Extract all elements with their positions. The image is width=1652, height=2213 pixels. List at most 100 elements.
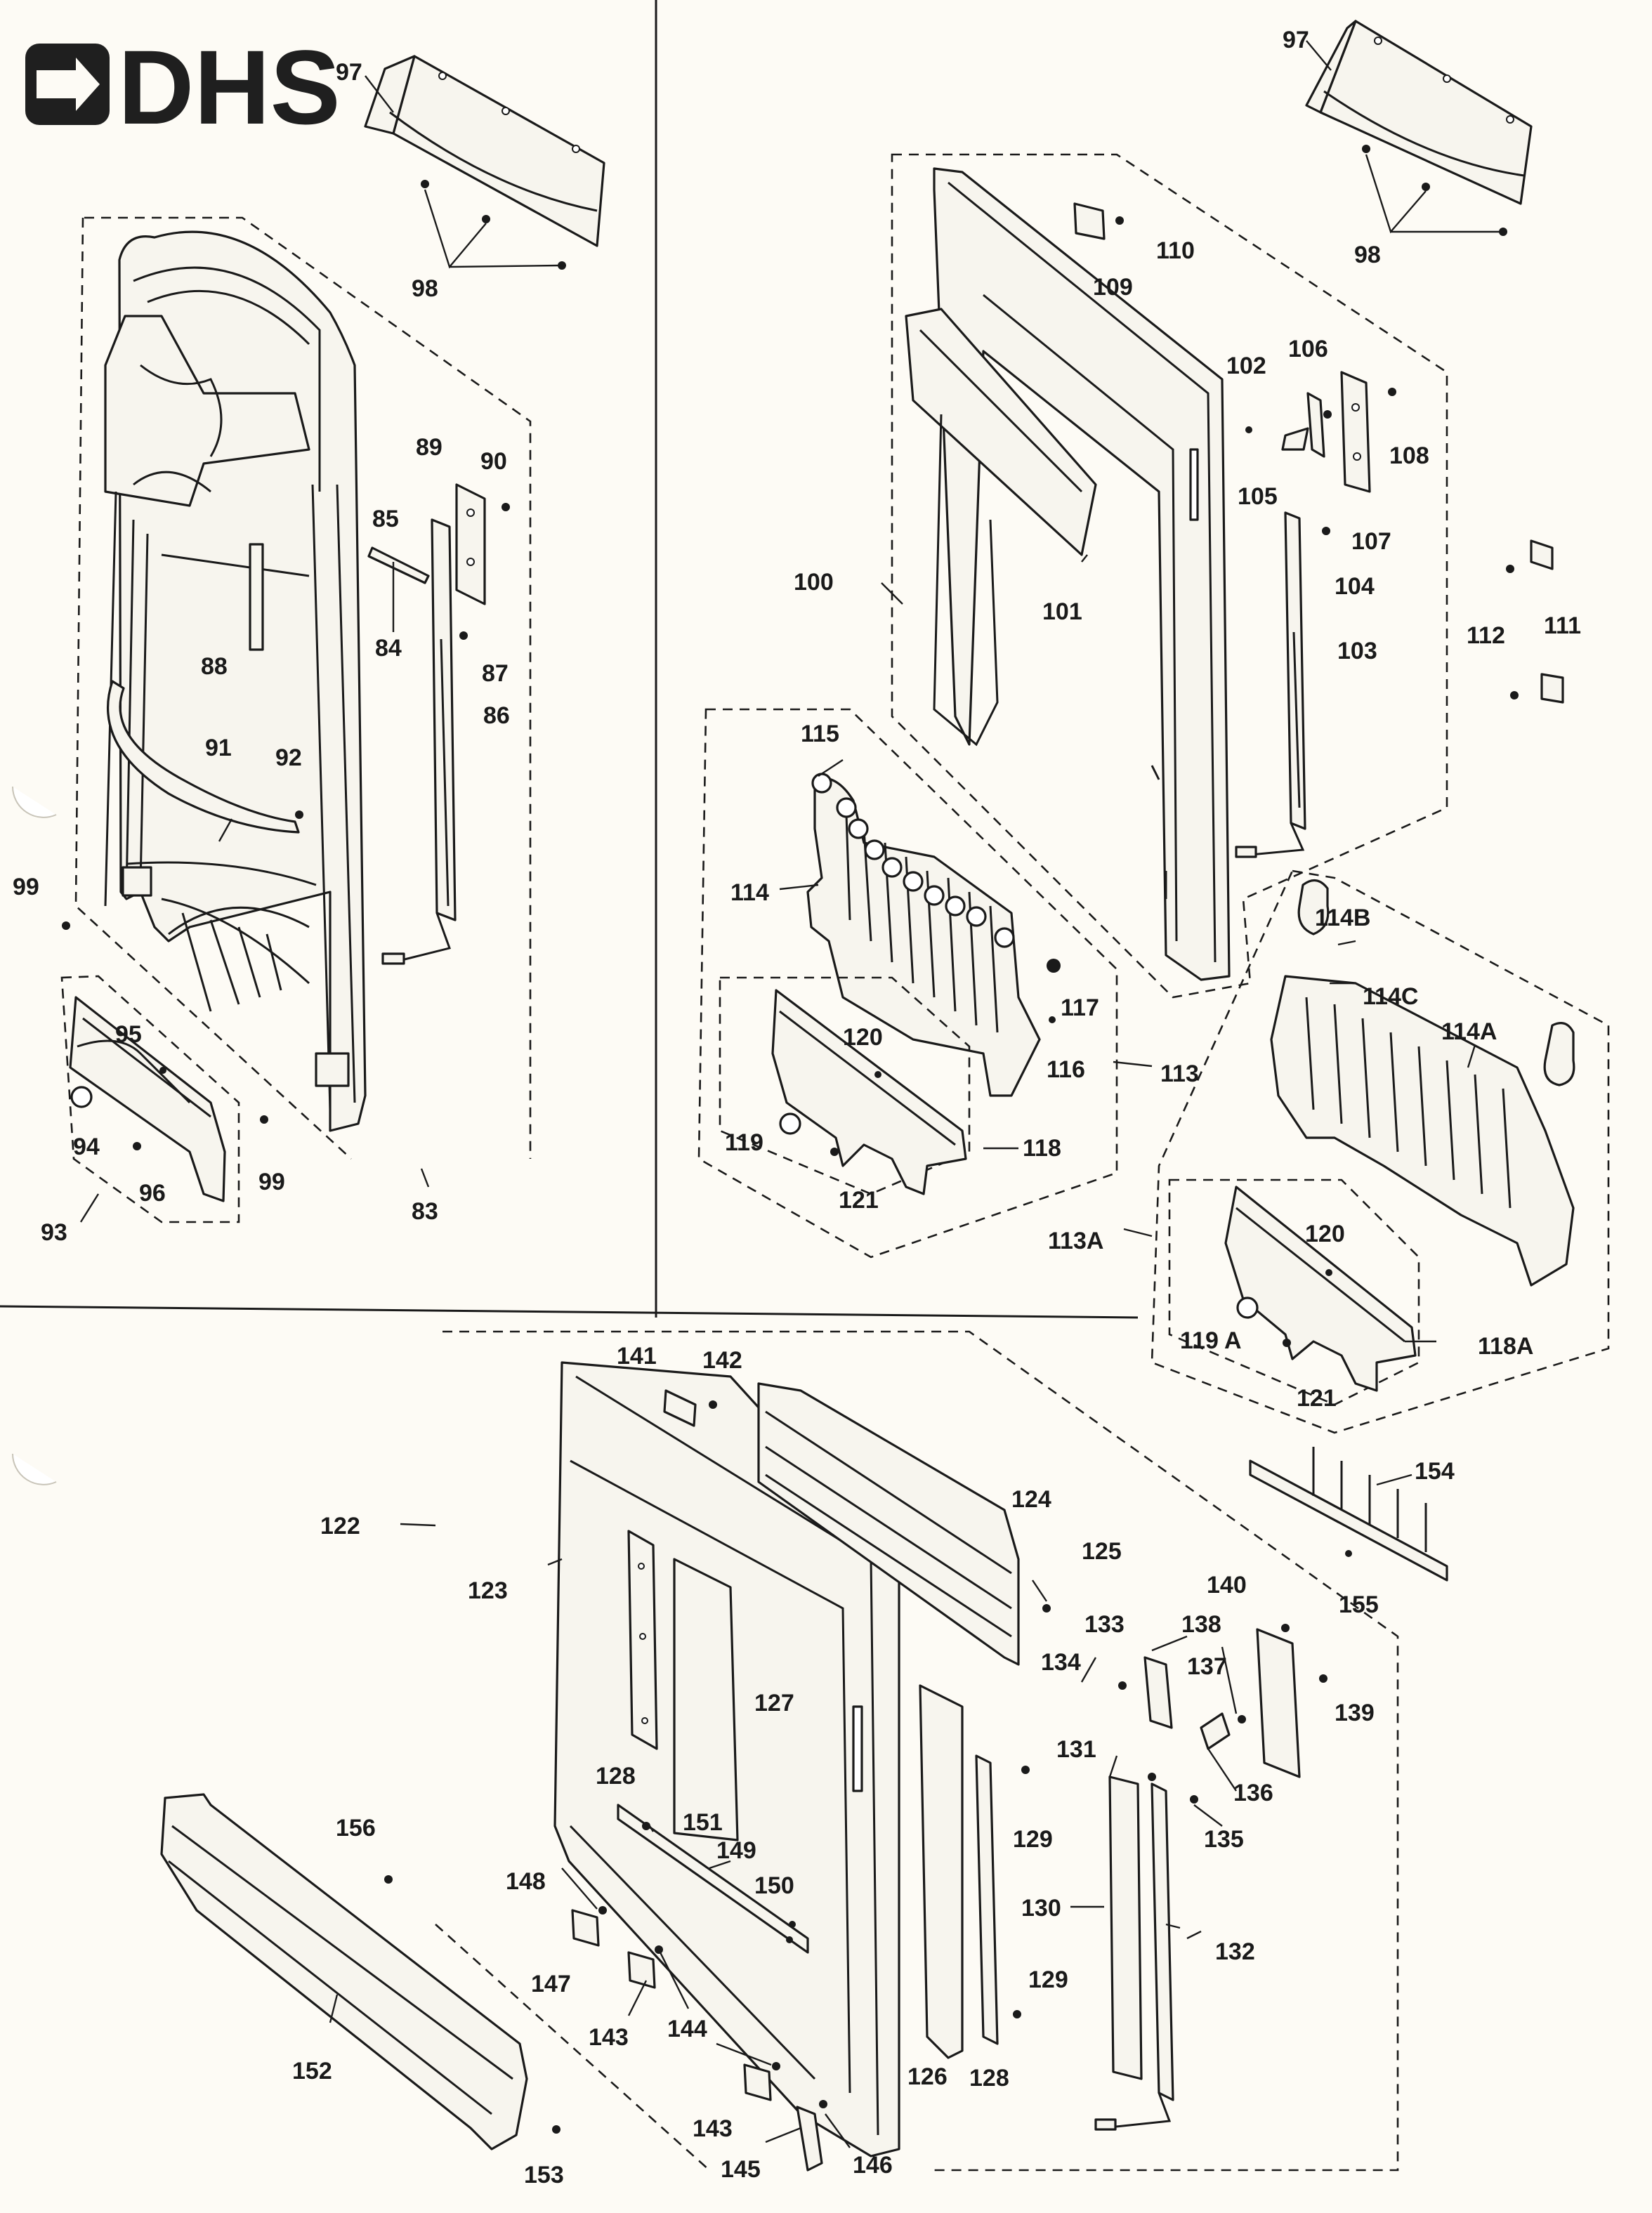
part-133-hinge (1118, 1656, 1173, 1729)
part-150-screw (786, 1936, 793, 1943)
part-92-screw (295, 810, 303, 819)
part-109-bracket (1073, 202, 1124, 240)
part-door-frame-left (104, 230, 367, 1132)
part-156-screw (384, 1875, 393, 1884)
label-84: 84 (375, 635, 402, 662)
label-110: 110 (1156, 237, 1195, 264)
label-144: 144 (667, 2016, 707, 2042)
assembly-outline-83 (74, 216, 532, 1160)
label-124: 124 (1011, 1486, 1051, 1513)
label-98-right: 98 (1354, 242, 1381, 268)
label-101: 101 (1042, 598, 1082, 625)
label-134: 134 (1041, 1649, 1081, 1676)
label-85: 85 (372, 506, 399, 532)
label-156: 156 (336, 1815, 376, 1841)
label-118: 118 (1023, 1135, 1061, 1162)
part-141-clip (663, 1389, 717, 1427)
label-97-right: 97 (1283, 27, 1309, 53)
label-97-left: 97 (336, 59, 362, 86)
label-109: 109 (1093, 274, 1133, 301)
label-113A: 113A (1048, 1228, 1103, 1254)
label-99-a: 99 (13, 874, 39, 900)
label-94: 94 (73, 1134, 100, 1160)
label-104: 104 (1335, 573, 1375, 600)
label-131: 131 (1056, 1736, 1096, 1763)
label-149: 149 (716, 1837, 756, 1864)
label-100: 100 (794, 569, 834, 596)
label-96: 96 (139, 1180, 166, 1207)
part-98-screws-right (1362, 145, 1507, 236)
label-141: 141 (617, 1343, 657, 1370)
part-103-rod (1235, 511, 1330, 858)
label-114B: 114B (1315, 905, 1370, 931)
part-147-clip (571, 1906, 607, 1947)
label-121-right: 121 (1297, 1385, 1337, 1412)
part-89-bracket (455, 483, 486, 605)
part-126-side-panel (919, 1684, 964, 2059)
label-130: 130 (1021, 1895, 1061, 1922)
label-143-a: 143 (589, 2024, 629, 2051)
part-114A-log-set (1270, 879, 1575, 1287)
label-118A: 118A (1478, 1333, 1533, 1360)
label-95: 95 (115, 1021, 142, 1048)
label-121: 121 (839, 1187, 879, 1214)
label-115: 115 (801, 721, 839, 747)
label-91: 91 (205, 735, 232, 761)
label-117: 117 (1061, 994, 1099, 1021)
assembly-outline-93 (60, 975, 240, 1223)
part-143-clip-b (743, 2062, 780, 2101)
label-140: 140 (1207, 1572, 1247, 1598)
label-112: 112 (1467, 622, 1505, 649)
part-143-clip-a (627, 1945, 663, 1989)
part-153-screw (552, 2125, 560, 2134)
label-123: 123 (468, 1577, 508, 1604)
label-146: 146 (853, 2152, 893, 2179)
part-102-screw (1245, 426, 1252, 433)
dhs-logo: DHS (25, 28, 341, 146)
part-117-knob (1047, 959, 1061, 973)
label-148: 148 (506, 1868, 546, 1895)
label-129-b: 129 (1028, 1966, 1068, 1993)
label-145: 145 (721, 2156, 761, 2183)
label-147: 147 (531, 1971, 571, 1997)
part-130-132-rails (1094, 1773, 1198, 2131)
part-118A-grate (1224, 1186, 1417, 1392)
label-105: 105 (1238, 483, 1278, 510)
label-108: 108 (1389, 442, 1429, 469)
part-136-137-hinge (1200, 1712, 1246, 1750)
label-151: 151 (683, 1809, 723, 1836)
label-135: 135 (1204, 1826, 1244, 1853)
label-107: 107 (1351, 528, 1391, 555)
label-120: 120 (843, 1024, 883, 1051)
part-101-crossbar (905, 308, 1097, 747)
label-142: 142 (702, 1347, 742, 1374)
label-102: 102 (1226, 353, 1266, 379)
label-125: 125 (1082, 1538, 1122, 1565)
assembly-outline-118A (1168, 1178, 1420, 1406)
part-86-hinge-rod (381, 518, 457, 965)
label-90: 90 (480, 448, 507, 475)
label-83: 83 (412, 1198, 438, 1225)
label-126: 126 (907, 2063, 948, 2090)
label-93: 93 (41, 1219, 67, 1246)
leader-lines (79, 40, 1476, 2148)
part-99-screw-b (260, 1115, 268, 1124)
part-138-plate (1256, 1624, 1328, 1778)
part-127-panel (673, 1558, 739, 1841)
label-116: 116 (1047, 1056, 1085, 1083)
part-87-screw (459, 631, 468, 640)
label-154: 154 (1415, 1458, 1455, 1485)
part-154-grate-strip (1249, 1447, 1448, 1582)
label-86: 86 (483, 702, 510, 729)
part-99-screw-a (62, 921, 70, 930)
label-138: 138 (1181, 1611, 1221, 1638)
label-111: 111 (1544, 612, 1581, 639)
label-127: 127 (754, 1690, 794, 1716)
part-116-screw (1049, 1016, 1056, 1023)
label-114C: 114C (1363, 983, 1418, 1010)
part-125-screw (1042, 1604, 1051, 1613)
label-99-b: 99 (258, 1169, 285, 1195)
label-103: 103 (1337, 638, 1377, 664)
label-106: 106 (1288, 336, 1328, 362)
label-120-right: 120 (1305, 1221, 1345, 1247)
